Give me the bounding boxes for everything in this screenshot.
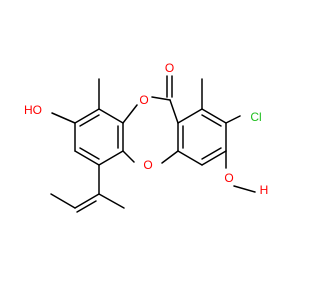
ring-oxygen-top-label: O: [139, 93, 148, 107]
bond: [74, 150, 100, 166]
bond: [151, 96, 171, 101]
bond: [98, 150, 124, 166]
bond: [122, 104, 138, 124]
left-aromatic-ring: [74, 108, 124, 166]
butenyl-side-chain: [50, 164, 125, 213]
bond: [201, 150, 227, 166]
bond: [74, 193, 100, 209]
chloro-bond: [225, 115, 241, 124]
bond: [79, 114, 100, 127]
bond: [161, 150, 179, 164]
right-aromatic-ring: [177, 108, 227, 166]
bond: [98, 108, 124, 124]
hydroxyl-left-label: HO: [24, 103, 42, 117]
chlorine-label: Cl: [250, 110, 261, 124]
molecule-canvas: O O O HO Cl O H: [24, 61, 269, 213]
bond: [122, 150, 135, 163]
bond: [169, 99, 179, 124]
ring-oxygen-bottom-label: O: [143, 158, 152, 172]
bond: [76, 200, 97, 213]
hydroxyl-right-hydrogen-label: H: [260, 183, 269, 197]
carbonyl-group: [166, 75, 173, 98]
bond: [79, 147, 100, 160]
bond: [50, 193, 76, 209]
hydroxyl-right-oxygen-label: O: [224, 171, 233, 185]
bond: [177, 108, 203, 124]
carbonyl-oxygen-label: O: [165, 61, 174, 75]
hydroxyl-right-oh-bond: [233, 185, 256, 193]
bond: [201, 147, 222, 160]
molecule-structure: O O O HO Cl O H: [24, 61, 269, 213]
central-ring: [122, 96, 179, 164]
bond: [98, 193, 125, 209]
bond: [177, 150, 203, 166]
bond: [74, 108, 100, 124]
hydroxyl-bond-left: [51, 112, 76, 124]
bond: [201, 114, 222, 127]
bond: [201, 108, 227, 124]
